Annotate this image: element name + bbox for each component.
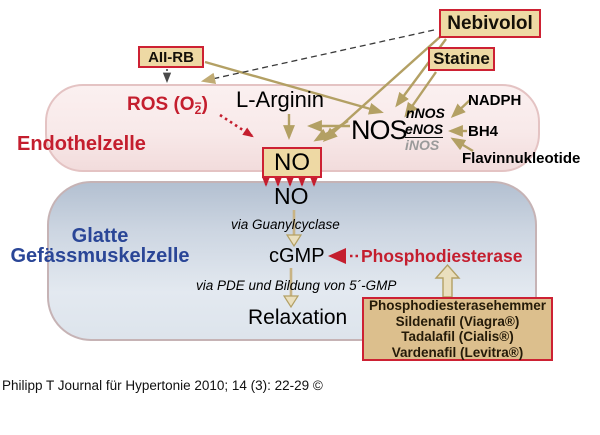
statine-box: Statine: [428, 47, 495, 71]
statine-label: Statine: [433, 49, 490, 68]
aii-rb-box: AII-RB: [138, 46, 204, 68]
ros-prefix: ROS (O: [127, 94, 195, 115]
bh4-label: BH4: [468, 123, 499, 140]
endothelial-cell-label: Endothelzelle: [17, 133, 146, 155]
pde-inhibitor-sildenafil: Sildenafil (Viagra®): [395, 313, 520, 329]
arrow-ros-to-no: [219, 113, 254, 138]
arrow-pde-to-cgmp: [328, 248, 358, 264]
phosphodiesterase-label: Phosphodiesterase: [361, 246, 523, 266]
arrow-statine-to-nos: [404, 71, 437, 118]
l-arginin-label: L-Arginin: [236, 87, 325, 112]
nebivolol-box: Nebivolol: [439, 9, 541, 38]
nos-label: NOS: [351, 115, 408, 145]
no-box: NO: [262, 147, 322, 178]
ros-superscript-minus: −: [194, 96, 202, 110]
inos-label: iNOS: [405, 137, 440, 153]
ros-o2-stack: −2: [194, 96, 202, 117]
nadph-label: NADPH: [468, 92, 522, 109]
arrow-inhibitors-to-pde: [434, 263, 461, 298]
flavinnukleotide-label: Flavinnukleotide: [462, 150, 581, 167]
cgmp-label: cGMP: [269, 245, 325, 267]
nebivolol-label: Nebivolol: [447, 12, 533, 34]
pde-inhibitors-title: Phosphodiesterasehemmer: [368, 298, 547, 313]
arrow-nebivolol-to-no: [322, 35, 442, 142]
no-diffusion-arrows: [262, 177, 318, 187]
arrow-aiirb-to-nos: [204, 60, 384, 115]
enos-label: eNOS: [405, 121, 444, 138]
pde-inhibitor-tadalafil: Tadalafil (Cialis®): [401, 329, 514, 344]
pde-inhibitors-box: Phosphodiesterasehemmer Sildenafil (Viag…: [362, 297, 553, 361]
muscle-label-line1: Glatte: [71, 225, 129, 247]
ros-close-paren: ): [201, 94, 208, 115]
pale-block-arrows: [282, 210, 461, 309]
arrow-nadph-to-enos: [450, 98, 472, 119]
aii-rb-label: AII-RB: [148, 48, 194, 66]
arrow-no-to-cgmp-head: [285, 234, 303, 248]
arrow-cgmp-to-relaxation-head: [282, 295, 300, 309]
source-caption: Philipp T Journal für Hypertonie 2010; 1…: [2, 378, 323, 393]
ros-subscript-2: 2: [194, 103, 202, 117]
arrow-flavin-to-enos: [450, 137, 474, 153]
no-free-label: NO: [274, 183, 309, 209]
via-guanylcyclase-label: via Guanylcyclase: [231, 217, 340, 232]
pde-inhibitor-vardenafil: Vardenafil (Levitra®): [391, 344, 524, 360]
ros-label: ROS (O−2): [127, 94, 208, 116]
smooth-muscle-cell-label: Glatte Gefässmuskelzelle: [0, 226, 200, 266]
muscle-label-line2: Gefässmuskelzelle: [10, 245, 190, 267]
via-pde-label: via PDE und Bildung von 5´-GMP: [196, 278, 397, 293]
no-box-label: NO: [274, 148, 310, 176]
relaxation-label: Relaxation: [248, 306, 348, 329]
nnos-label: nNOS: [406, 105, 445, 121]
